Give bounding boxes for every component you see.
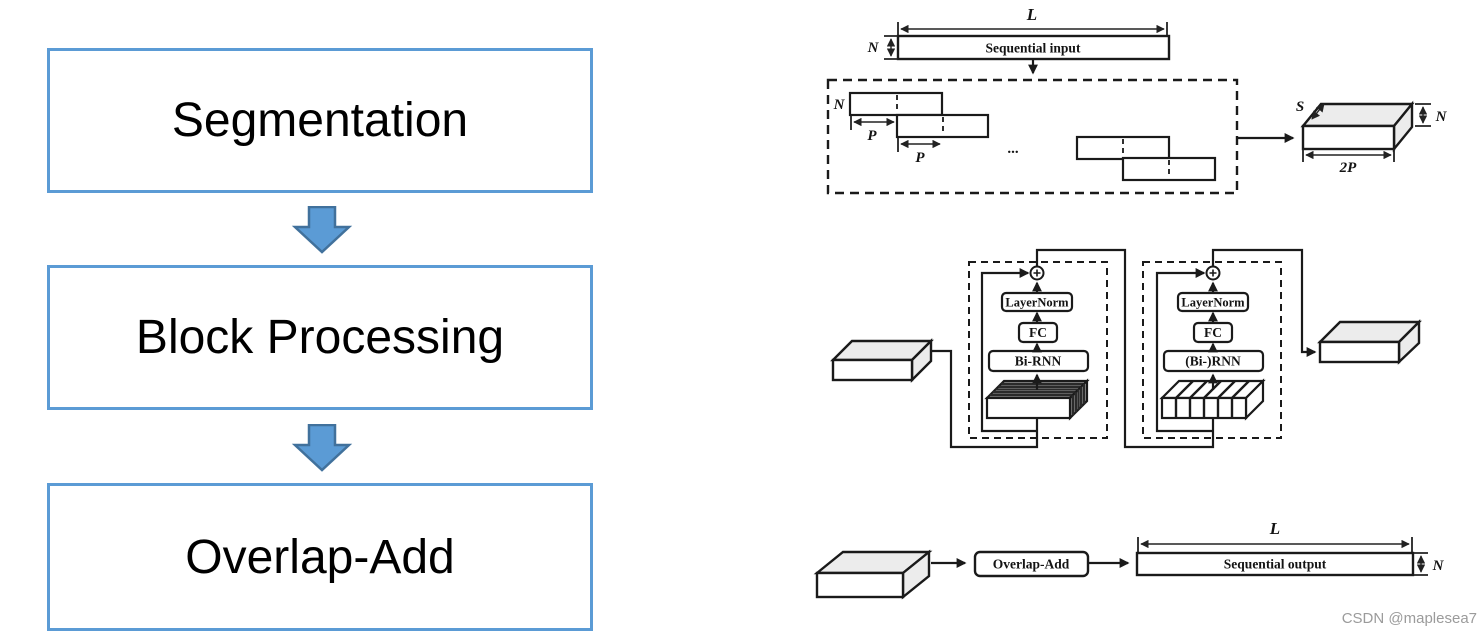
tensor-N-ticks [1415,103,1431,127]
layernorm-label: LayerNorm [1181,296,1245,310]
stack-right-stripes [1071,383,1086,416]
dprnn-block1-dashed-box [968,261,1108,439]
segmented-tensor-cuboid [1300,100,1415,153]
P1-label: P [867,128,877,144]
sequential-output-label: Sequential output [1224,557,1327,572]
down-arrow-shape [291,206,353,254]
input-cuboid [830,338,934,383]
P2-label: P [915,150,925,166]
cuboid-front-face [815,571,905,599]
overlap-add-label: Overlap-Add [993,557,1070,572]
tensor-front-face [1301,124,1396,151]
segments-dashed-box [826,78,1239,195]
cuboid-front-face [831,358,914,382]
down-arrow-shape [291,424,353,472]
down-arrow-icon [291,424,353,472]
flow-step-label: Block Processing [135,311,505,364]
stack-front-dividers [1174,398,1234,418]
output-L-label: L [1269,519,1280,538]
L-dimension-ticks [897,22,1168,35]
down-arrow-icon [291,206,353,254]
dprnn-block2-dashed-box [1142,261,1282,439]
flow-step-overlap-add: Overlap-Add [47,483,593,631]
tensor-2P-label: 2P [1339,160,1358,176]
fc-label: FC [1204,325,1222,340]
segment-N-label: N [833,97,846,113]
tensor-2P-ticks [1302,149,1395,162]
output-cuboid [1317,319,1422,365]
L-label: L [1026,5,1037,24]
block1-skip-connection [980,268,1037,433]
block2-output-wire [1211,248,1317,357]
sequential-input-label: Sequential input [986,41,1081,56]
S-label: S [1296,99,1304,115]
sequential-input-bar [896,34,1171,61]
block1-to-block2-wire [1035,248,1215,449]
bi-rnn-label: (Bi-)RNN [1185,354,1241,369]
csdn-watermark: CSDN @maplesea7 [1341,610,1477,627]
output-L-ticks [1137,537,1413,553]
tensor-N-label: N [1435,109,1448,125]
N-label: N [867,40,880,56]
bi-rnn-label: Bi-RNN [1015,354,1062,369]
sum-node-icon [1029,265,1045,281]
overlap-add-diagram: Overlap-Add L Sequential output N [813,519,1445,600]
plus-glyph [1209,269,1217,277]
N-dimension-ticks [884,35,898,60]
sum-node-icon [1205,265,1221,281]
S-dimension-arrow [1311,103,1325,120]
input-cuboid [813,549,933,600]
overlap-add-box [973,550,1090,578]
flow-step-segmentation: Segmentation [47,48,593,193]
ellipsis: ... [1007,141,1019,157]
sequential-output-bar [1135,551,1415,577]
layernorm-label: LayerNorm [1005,296,1069,310]
block-processing-diagram: Bi-RNN FC LayerNorm [830,248,1422,449]
segmentation-diagram: L Sequential input N N P P [826,5,1448,195]
fc-label: FC [1029,325,1047,340]
block2-skip-connection [1155,268,1213,433]
segment-rect [848,91,944,117]
stack-front-face [985,396,1072,420]
flow-step-label: Overlap-Add [185,530,455,584]
cuboid-front-face [1318,340,1401,364]
plus-glyph [1033,269,1041,277]
output-N-ticks [1414,552,1428,576]
flow-step-block-processing: Block Processing [47,265,593,410]
flow-step-label: Segmentation [171,94,469,147]
output-N-label: N [1432,558,1445,574]
